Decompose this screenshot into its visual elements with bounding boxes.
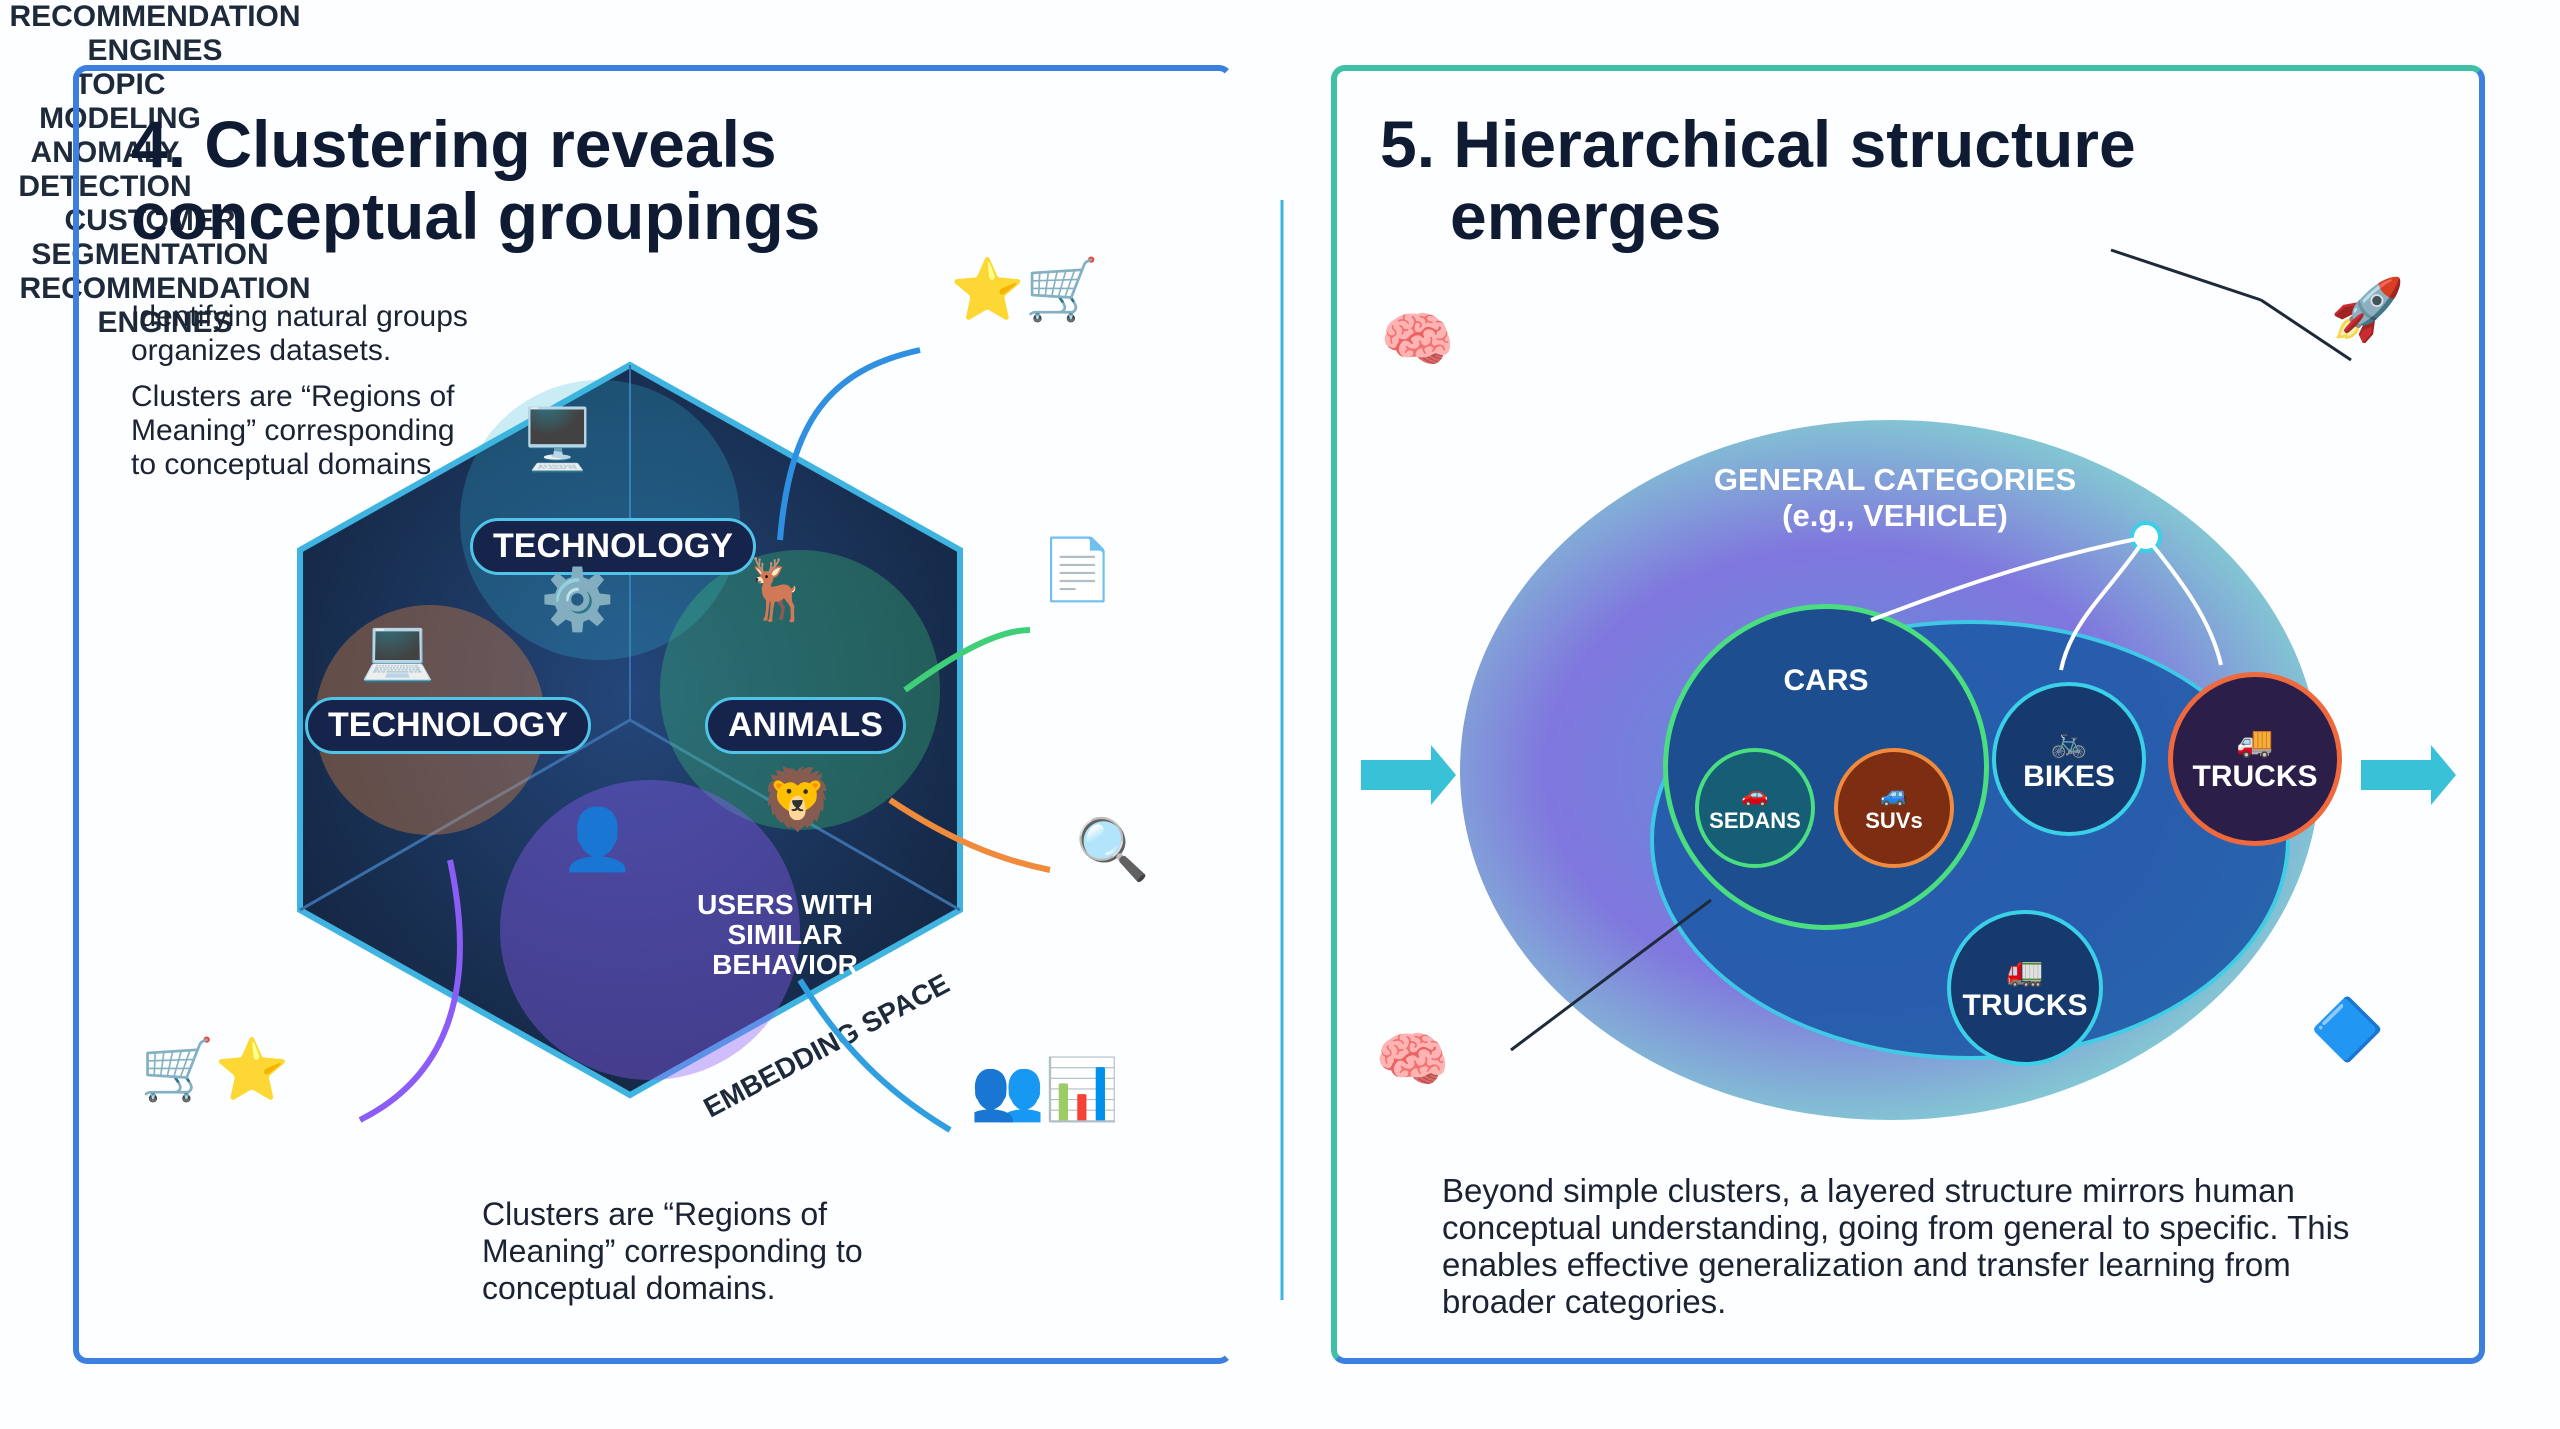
car-icon: 🚗 <box>1741 782 1769 807</box>
lion-icon: 🦁 <box>760 766 835 833</box>
segmentation-chart-icon: 👥📊 <box>970 1056 1120 1123</box>
animals-icon: 🦌 <box>740 556 815 623</box>
left-intro-2: Clusters are “Regions of Meaning” corres… <box>131 380 455 481</box>
brain-icon: 🧠 <box>1380 306 1455 373</box>
trucks-node: 🚚TRUCKS <box>2168 672 2342 846</box>
left-panel-title: 4. Clustering reveals conceptual groupin… <box>131 108 820 252</box>
magnifier-icon: 🔍 <box>1075 816 1150 883</box>
embedding-space-hexagon <box>297 361 963 1099</box>
cluster-label-technology-top: TECHNOLOGY <box>470 518 756 575</box>
hierarchy-arrows <box>1361 248 2456 1052</box>
suv-icon: 🚙 <box>1880 782 1908 807</box>
computer-icon: 🖥️ <box>520 406 595 473</box>
left-caption: Clusters are “Regions of Meaning” corres… <box>482 1196 863 1306</box>
app-recommendation-engines-top: RECOMMENDATION ENGINES <box>9 0 301 67</box>
cluster-label-users: USERS WITH SIMILAR BEHAVIOR <box>697 889 873 980</box>
trucks-small-label: TRUCKS <box>1962 988 2088 1022</box>
cart-stars-icon: 🛒⭐ <box>140 1036 290 1103</box>
suvs-node: 🚙SUVs <box>1834 748 1954 868</box>
application-arrows <box>358 200 1284 1300</box>
network-hub-icon: 🔷 <box>2310 996 2385 1063</box>
left-panel-frame <box>73 65 1233 1364</box>
suvs-label: SUVs <box>1865 808 1923 833</box>
title-line-1: 5. Hierarchical structure <box>1380 107 2136 181</box>
app-topic-modeling: TOPIC MODELING <box>39 68 201 135</box>
sedans-node: 🚗SEDANS <box>1695 748 1815 868</box>
cars-label: CARS <box>1783 664 1869 697</box>
bikes-node: 🚲BIKES <box>1992 682 2146 836</box>
documents-icon: 📄 <box>1040 536 1115 603</box>
star-rating-icon: ⭐🛒 <box>950 256 1100 323</box>
title-line-1: 4. Clustering reveals <box>131 107 777 181</box>
app-anomaly-detection: ANOMALY DETECTION <box>18 136 192 203</box>
app-customer-segmentation: CUSTOMER SEGMENTATION <box>31 204 269 271</box>
brain-icon-bottom: 🧠 <box>1375 1026 1450 1093</box>
cluster-label-animals: ANIMALS <box>705 697 906 754</box>
truck-icon: 🚚 <box>2236 725 2274 759</box>
app-recommendation-engines-bottom: RECOMMENDATION ENGINES <box>19 272 311 339</box>
trucks-small-node: 🚛TRUCKS <box>1947 910 2103 1066</box>
users-cluster <box>500 780 800 1080</box>
rocket-icon: 🚀 <box>2330 276 2405 343</box>
animals-cluster <box>660 550 940 830</box>
right-panel-frame <box>1331 65 2485 1364</box>
laptop-icon: 💻 <box>360 616 435 683</box>
user-avatar-icon: 👤 <box>560 806 635 873</box>
trucks-label: TRUCKS <box>2192 759 2318 793</box>
sedans-label: SEDANS <box>1709 808 1801 833</box>
cluster-label-technology-left: TECHNOLOGY <box>305 697 591 754</box>
bike-icon: 🚲 <box>2050 725 2088 759</box>
truck-icon: 🚛 <box>2006 954 2044 988</box>
left-intro-1: Identifying natural groups organizes dat… <box>131 300 468 367</box>
bikes-label: BIKES <box>2023 759 2115 793</box>
general-categories-label: GENERAL CATEGORIES (e.g., VEHICLE) <box>1713 462 2077 533</box>
title-line-2: conceptual groupings <box>131 179 821 253</box>
title-line-2: emerges <box>1450 179 1722 253</box>
gear-icon: ⚙️ <box>540 566 615 633</box>
right-description: Beyond simple clusters, a layered struct… <box>1442 1172 2350 1320</box>
right-panel-title: 5. Hierarchical structure emerges <box>1380 108 2136 252</box>
